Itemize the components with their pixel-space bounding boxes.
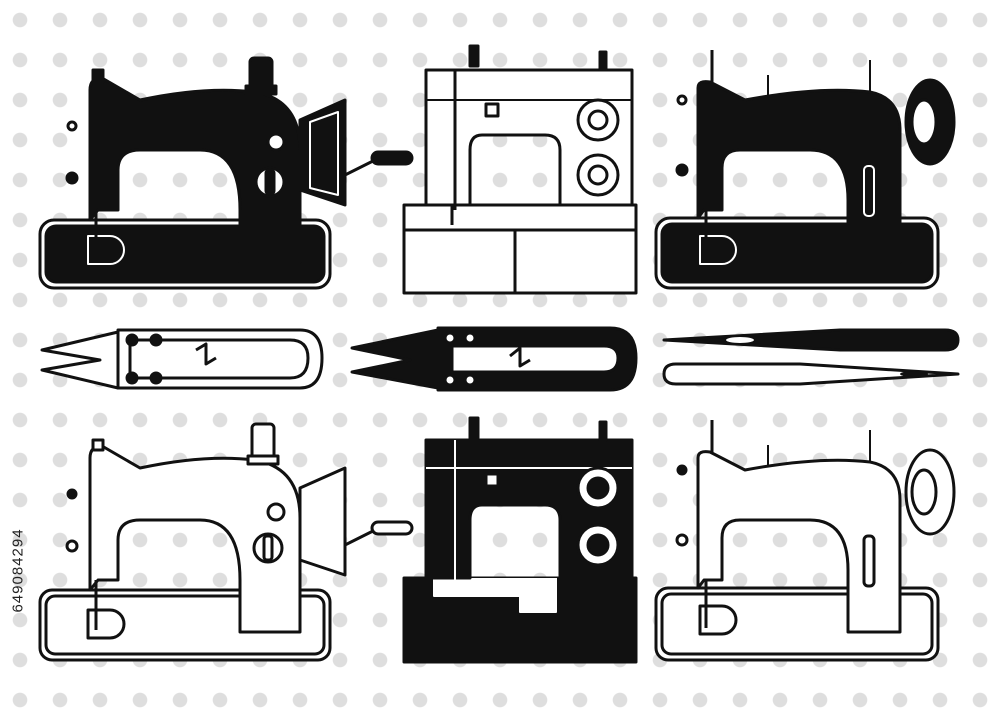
stock-id-text: 649084294 bbox=[9, 527, 27, 613]
thread-snips-outline-icon bbox=[40, 328, 324, 390]
modern-electric-sewing-machine-black-icon bbox=[402, 416, 638, 664]
treadle-sewing-machine-black-icon bbox=[654, 50, 956, 290]
vintage-handcrank-sewing-machine-outline-icon bbox=[38, 422, 414, 662]
stock-id-watermark: 649084294 bbox=[8, 470, 28, 670]
sewing-needles-icon bbox=[662, 328, 960, 386]
thread-snips-black-icon bbox=[350, 326, 638, 392]
treadle-sewing-machine-outline-icon bbox=[654, 420, 956, 662]
vintage-handcrank-sewing-machine-black-icon bbox=[38, 56, 414, 290]
modern-electric-sewing-machine-outline-icon bbox=[402, 44, 638, 295]
